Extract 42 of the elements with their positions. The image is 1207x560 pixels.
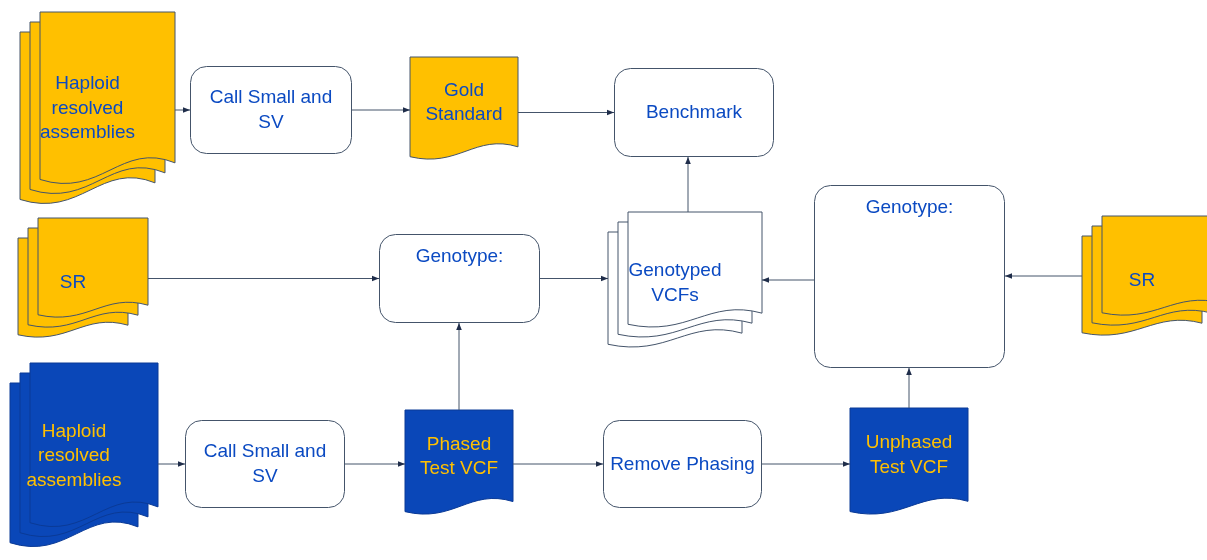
process-box: [603, 420, 762, 508]
arrow: [517, 109, 615, 116]
document-shape: [405, 410, 513, 515]
arrow: [157, 461, 186, 467]
process-box: [185, 420, 345, 508]
node-label: Call Small and SV: [208, 85, 334, 134]
node-label: Remove Phasing: [609, 451, 756, 476]
document-stack: [608, 212, 762, 348]
node-label: Haploid resolved assemblies: [38, 71, 136, 145]
node-label: SR: [1127, 267, 1157, 292]
arrow: [685, 156, 691, 213]
arrow: [456, 322, 462, 411]
document-shape: [850, 408, 968, 515]
node-label: Phased Test VCF: [418, 431, 500, 481]
node-label: Unphased Test VCF: [864, 430, 954, 480]
node-label: Genotype:: [414, 244, 505, 268]
node-label: Genotyped VCFs: [627, 258, 723, 308]
process-box: [814, 185, 1005, 368]
arrow: [344, 461, 406, 467]
process-box: [190, 66, 352, 154]
arrow: [761, 461, 851, 467]
node-label: Haploid resolved assemblies: [25, 418, 123, 492]
arrow: [1004, 273, 1083, 279]
arrow: [761, 277, 815, 283]
document-stack: [20, 12, 175, 205]
arrow: [147, 275, 380, 282]
arrow: [512, 461, 604, 467]
node-label: Genotype:: [864, 195, 955, 219]
node-label: SR: [58, 269, 88, 294]
process-box: [379, 234, 540, 323]
arrow: [539, 275, 609, 282]
node-label: Benchmark: [644, 100, 744, 125]
arrow: [906, 367, 912, 409]
node-label: Call Small and SV: [202, 439, 328, 488]
document-shape: [410, 57, 518, 160]
process-box: [614, 68, 774, 157]
arrow: [351, 107, 411, 113]
document-stack: [18, 218, 148, 338]
document-stack: [10, 363, 158, 548]
node-label: Gold Standard: [424, 77, 504, 127]
arrow: [174, 107, 191, 113]
document-stack: [1082, 216, 1207, 336]
